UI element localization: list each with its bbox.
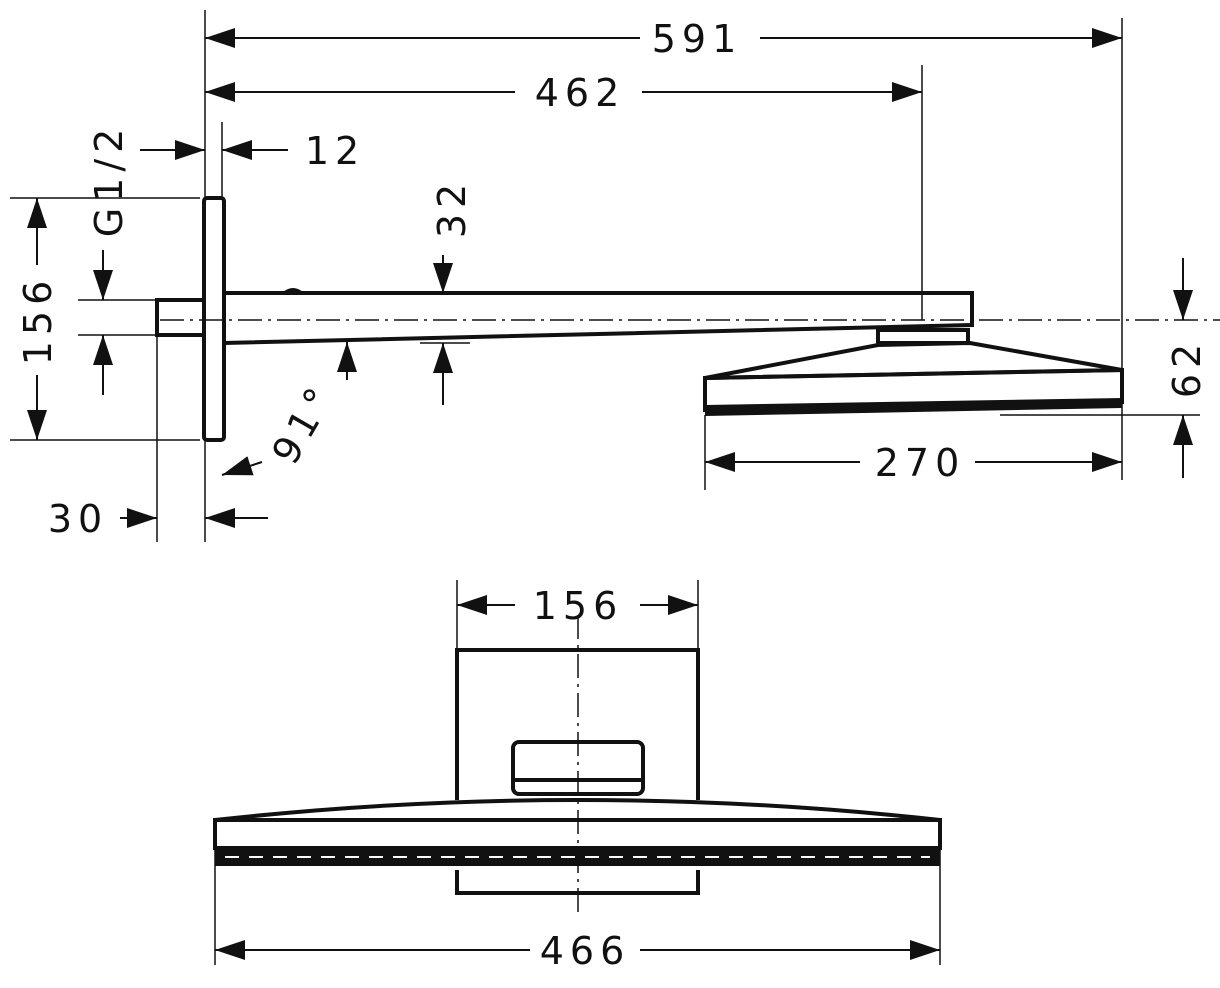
dim-466: 466: [540, 929, 631, 973]
dimension-plate-height: 156: [16, 198, 60, 440]
dim-462: 462: [535, 71, 626, 115]
thread-label: G1/2: [87, 123, 131, 238]
dimension-plate-thickness: 12: [140, 129, 365, 173]
dim-12: 12: [305, 129, 365, 173]
dim-91-degrees: 91°: [263, 376, 344, 472]
dimension-stub-length: 30: [48, 497, 268, 541]
dim-591: 591: [652, 17, 743, 61]
dimension-angle: 91°: [221, 342, 357, 476]
wall-arm: [155, 196, 974, 442]
shower-head-top: [213, 648, 942, 895]
dim-32: 32: [430, 178, 474, 238]
dimension-arm-length: 462: [205, 71, 922, 115]
top-view-extension-lines: [214, 580, 941, 965]
shower-head-side: [703, 328, 1124, 416]
dimension-plate-width: 156: [457, 584, 698, 628]
dim-30: 30: [48, 497, 108, 541]
dimension-head-depth: 270: [705, 441, 1122, 485]
dimension-overall-length: 591: [205, 17, 1122, 61]
dimension-head-width: 466: [215, 929, 940, 973]
extension-lines: [10, 10, 1220, 542]
dim-62: 62: [1165, 338, 1209, 398]
dimension-arm-height: 32: [420, 178, 474, 405]
dimension-head-height: 62: [1165, 258, 1209, 478]
dim-156-side: 156: [16, 275, 60, 366]
dim-156-top: 156: [533, 584, 624, 628]
dim-270: 270: [875, 441, 966, 485]
